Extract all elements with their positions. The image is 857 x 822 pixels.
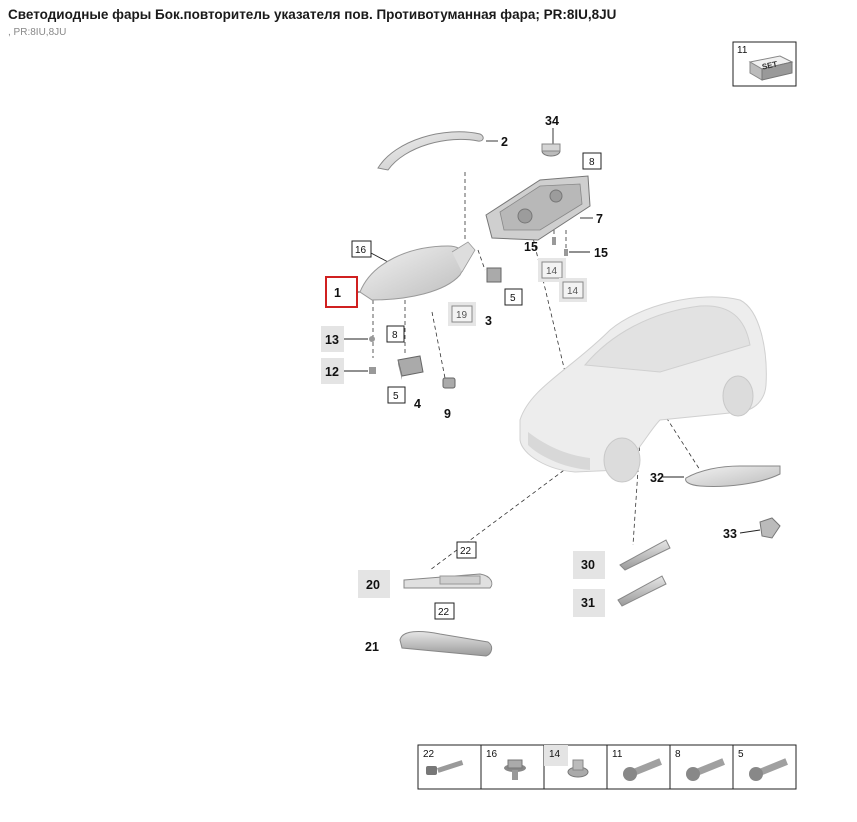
set-icon: SET [748,55,794,81]
label-part-31-box[interactable]: 31 [573,589,605,617]
label-part-2: 2 [501,135,508,149]
led-module-part-4[interactable] [397,355,424,380]
legend-num-5: 5 [738,749,744,760]
legend-item-22[interactable]: 22 [423,749,464,775]
ref-box-14-right-text: 14 [567,286,579,297]
side-turn-signal-repeater[interactable] [685,465,781,487]
fastener-legend: 22 16 14 11 [417,744,797,790]
set-box-number: 11 [737,45,748,56]
headlight-trim-strip[interactable] [377,131,484,171]
label-part-9: 9 [444,407,451,421]
ref-box-8-left[interactable]: 8 [386,325,405,343]
ref-box-8-top-text: 8 [589,157,595,168]
bracket-part-33[interactable] [759,517,781,539]
label-part-34: 34 [545,114,559,128]
label-part-1: 1 [334,286,341,300]
ref-box-5-right[interactable]: 5 [504,288,523,306]
ref-box-5-right-text: 5 [510,293,516,304]
page-subtitle: , PR:8IU,8JU [8,27,67,38]
label-part-13: 13 [325,333,339,347]
label-part-15b: 15 [594,246,608,260]
legend-num-16: 16 [486,749,498,760]
legend-item-11[interactable]: 11 [612,749,662,781]
headlight-housing[interactable] [485,175,591,241]
label-part-30: 30 [581,558,595,572]
vehicle-illustration [519,296,767,483]
selected-part-1[interactable]: 1 [325,276,358,308]
legend-num-8: 8 [675,749,681,760]
legend-item-16[interactable]: 16 [486,749,526,780]
ref-box-14-right[interactable]: 14 [559,278,587,302]
control-module-part-3[interactable] [486,267,502,283]
headlight-assembly[interactable] [359,245,466,301]
ref-box-19-text: 19 [456,310,468,321]
label-part-13-box[interactable]: 13 [321,326,344,352]
page-title: Светодиодные фары Бок.повторитель указат… [8,7,617,22]
ref-box-14-left-text: 14 [546,266,558,277]
legend-num-14: 14 [549,749,561,760]
ref-box-8-top[interactable]: 8 [582,152,602,170]
reflector-part-31[interactable] [617,575,667,607]
fog-lamp-cover[interactable] [399,631,493,657]
connector-part-9[interactable] [442,377,456,389]
clip-nut-icon [567,759,589,778]
reflector-part-30[interactable] [619,539,671,571]
torx-screw-icon [749,758,788,781]
legend-num-11: 11 [612,749,623,760]
ref-box-16-text: 16 [355,245,367,256]
set-box[interactable]: 11 SET [732,41,797,87]
legend-item-5[interactable]: 5 [738,749,788,781]
label-part-7: 7 [596,212,603,226]
label-part-31: 31 [581,596,595,610]
ref-box-22-bottom-text: 22 [438,607,450,618]
label-part-15a: 15 [524,240,538,254]
ref-box-22-top[interactable]: 22 [456,541,477,559]
label-part-3: 3 [485,314,492,328]
legend-item-14[interactable]: 14 [549,749,589,778]
ref-box-16[interactable]: 16 [351,240,372,258]
label-part-12: 12 [325,365,339,379]
label-part-33: 33 [723,527,737,541]
screw-part-15b[interactable] [564,249,568,256]
label-part-20-box[interactable]: 20 [358,570,390,598]
ref-box-22-top-text: 22 [460,546,472,557]
label-part-20: 20 [366,578,380,592]
screw-long-icon [426,760,464,775]
label-part-4: 4 [414,397,421,411]
legend-item-8[interactable]: 8 [675,749,725,781]
set-icon-text: SET [761,60,778,72]
legend-num-22: 22 [423,749,435,760]
label-part-30-box[interactable]: 30 [573,551,605,579]
ref-box-8-left-text: 8 [392,330,398,341]
torx-screw-icon [623,758,662,781]
fog-lamp-assembly[interactable] [403,573,493,589]
ref-box-22-bottom[interactable]: 22 [434,602,455,620]
headlight-cap[interactable] [541,143,561,157]
flange-bolt-icon [504,759,526,780]
screw-part-15a[interactable] [552,237,556,245]
label-part-21: 21 [365,640,379,654]
torx-screw-icon [686,758,725,781]
ref-box-19[interactable]: 19 [448,302,476,326]
ref-box-5-bottom-text: 5 [393,391,399,402]
ref-box-5-bottom[interactable]: 5 [387,386,406,404]
label-part-12-box[interactable]: 12 [321,358,344,384]
label-part-32: 32 [650,471,664,485]
nut-part-12[interactable] [369,367,376,374]
bolt-part-13[interactable] [369,336,375,342]
